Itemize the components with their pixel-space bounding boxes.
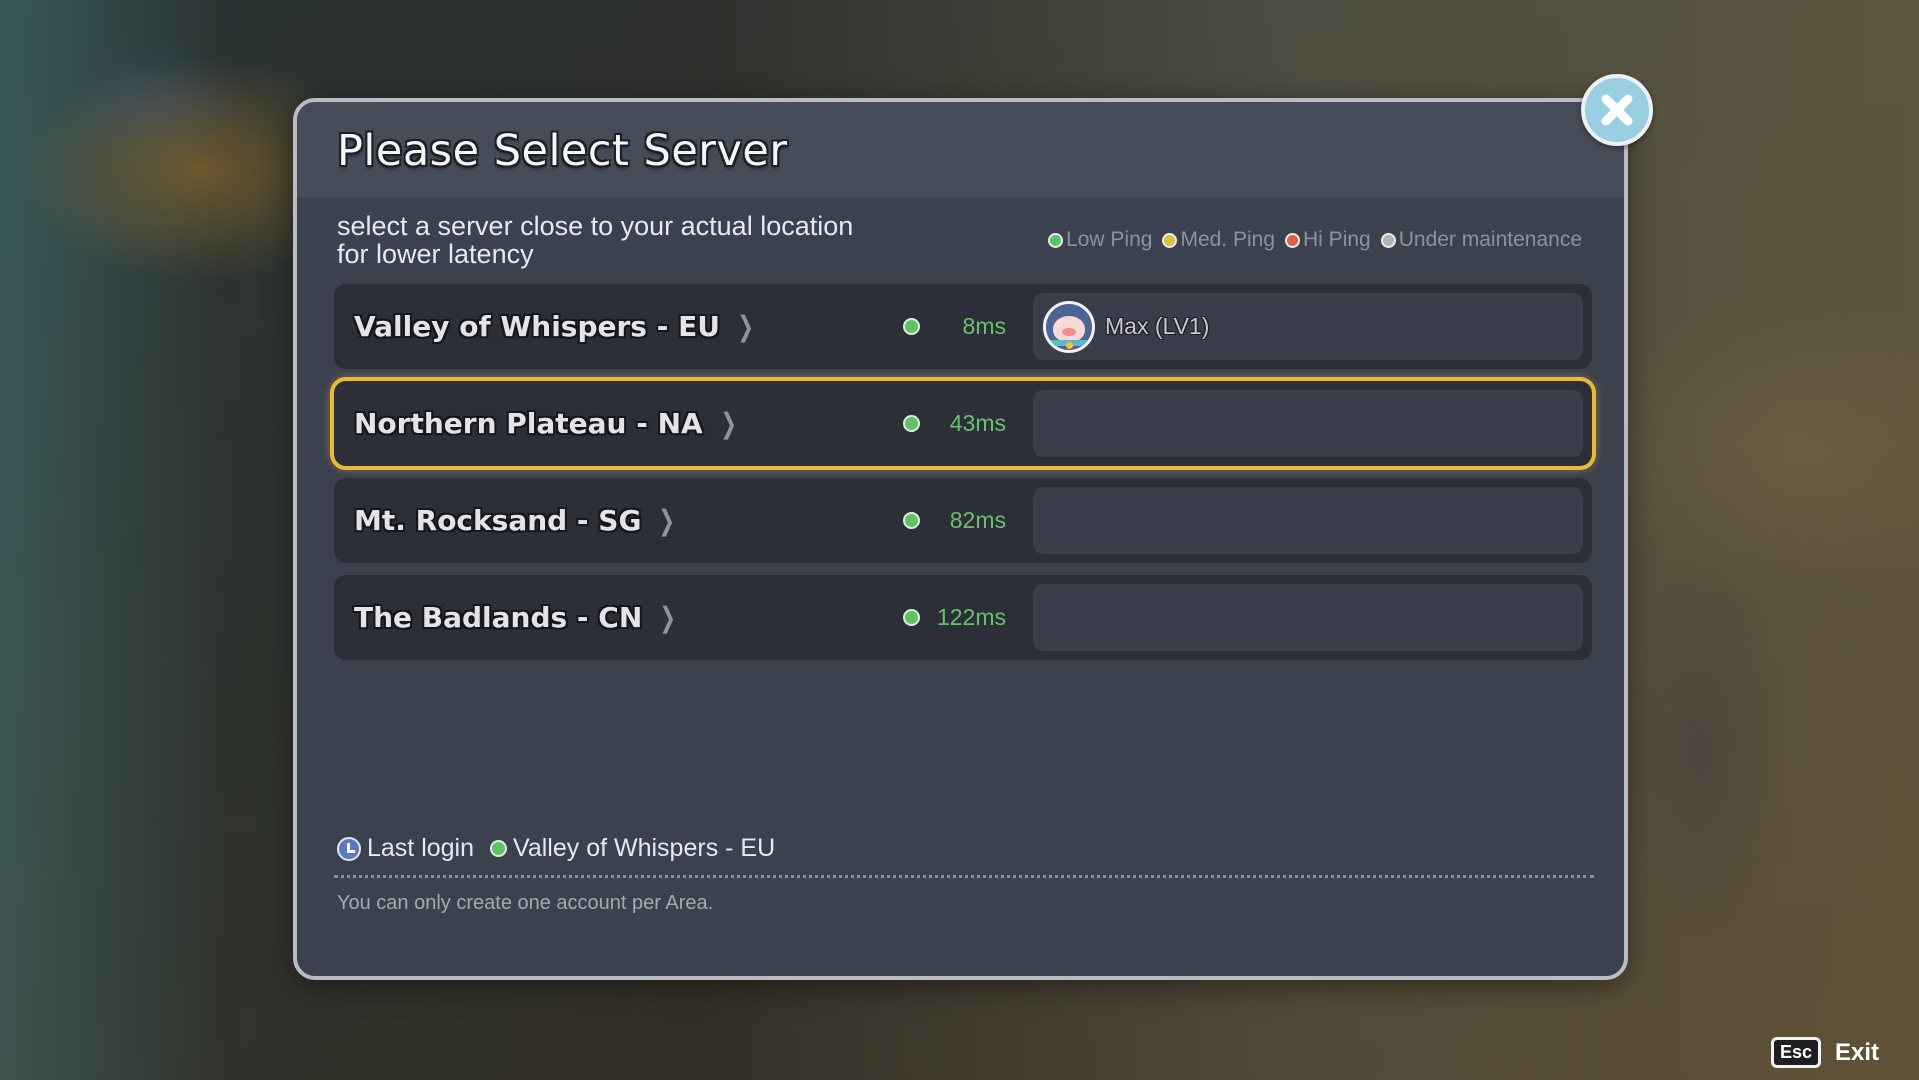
- character-avatar: [1043, 300, 1095, 353]
- green-dot-icon: [1048, 232, 1064, 248]
- legend-label: Under maintenance: [1398, 228, 1582, 251]
- exit-hint[interactable]: Esc Exit: [1770, 1037, 1879, 1068]
- ping-value: 43ms: [949, 410, 1006, 436]
- chevron-right-icon: ❯: [658, 504, 676, 537]
- ping-legend: Low Ping Med. Ping Hi Ping Under mainten…: [1048, 228, 1582, 252]
- server-row-the-badlands[interactable]: The Badlands - CN ❯ 122ms: [334, 575, 1592, 660]
- legend-hi-ping: Hi Ping: [1285, 228, 1371, 252]
- legend-label: Low Ping: [1066, 228, 1153, 251]
- last-login-info: Last login Valley of Whispers - EU: [337, 834, 775, 863]
- server-list: Valley of Whispers - EU ❯ 8ms Max (LV1) …: [330, 284, 1596, 672]
- pig-bell-icon: [1066, 341, 1073, 349]
- legend-maintenance: Under maintenance: [1380, 228, 1582, 252]
- subtitle-line-1: select a server close to your actual loc…: [337, 211, 854, 241]
- gray-dot-icon: [1380, 232, 1396, 248]
- character-slot: [1033, 487, 1583, 554]
- legend-label: Med. Ping: [1180, 228, 1276, 251]
- character-slot: [1033, 390, 1583, 457]
- dialog-subtitle: select a server close to your actual loc…: [337, 212, 937, 268]
- dialog-title: Please Select Server: [337, 126, 788, 176]
- character-name: Max (LV1): [1105, 313, 1210, 339]
- dotted-divider: [334, 875, 1594, 878]
- dialog-header: Please Select Server: [297, 102, 1624, 198]
- last-login-server: Valley of Whispers - EU: [513, 834, 776, 862]
- legend-low-ping: Low Ping: [1048, 228, 1152, 252]
- legend-label: Hi Ping: [1303, 228, 1371, 251]
- server-row-northern-plateau[interactable]: Northern Plateau - NA ❯ 43ms: [330, 377, 1596, 470]
- chevron-right-icon: ❯: [737, 310, 754, 343]
- close-icon: [1601, 94, 1633, 126]
- close-button[interactable]: [1581, 74, 1653, 146]
- character-slot: Max (LV1): [1033, 293, 1583, 360]
- account-note: You can only create one account per Area…: [337, 892, 714, 914]
- ping-status-dot-icon: [903, 415, 920, 432]
- server-name: Northern Plateau - NA: [354, 407, 703, 440]
- character-slot: [1033, 584, 1583, 651]
- server-row-mt-rocksand[interactable]: Mt. Rocksand - SG ❯ 82ms: [334, 478, 1592, 563]
- legend-med-ping: Med. Ping: [1162, 228, 1275, 252]
- ping-status-dot-icon: [903, 609, 920, 626]
- ping-value: 122ms: [936, 604, 1006, 630]
- yellow-dot-icon: [1162, 232, 1178, 248]
- server-select-dialog: Please Select Server select a server clo…: [293, 98, 1628, 980]
- pig-nose-icon: [1062, 327, 1076, 336]
- ping-value: 82ms: [949, 507, 1006, 533]
- server-row-valley-of-whispers[interactable]: Valley of Whispers - EU ❯ 8ms Max (LV1): [334, 284, 1592, 369]
- subtitle-line-2: for lower latency: [337, 239, 534, 269]
- last-login-label: Last login: [367, 834, 475, 862]
- ping-status-dot-icon: [903, 318, 920, 335]
- chevron-right-icon: ❯: [720, 407, 737, 440]
- chevron-right-icon: ❯: [659, 601, 677, 634]
- clock-icon: [337, 836, 361, 861]
- green-dot-icon: [490, 840, 508, 857]
- server-name: Valley of Whispers - EU: [354, 310, 720, 343]
- ping-status-dot-icon: [903, 512, 920, 529]
- server-name: The Badlands - CN: [354, 601, 643, 634]
- ping-value: 8ms: [962, 313, 1006, 339]
- esc-key-icon: Esc: [1770, 1037, 1821, 1068]
- red-dot-icon: [1285, 232, 1301, 248]
- server-name: Mt. Rocksand - SG: [354, 504, 642, 537]
- exit-label: Exit: [1834, 1038, 1879, 1066]
